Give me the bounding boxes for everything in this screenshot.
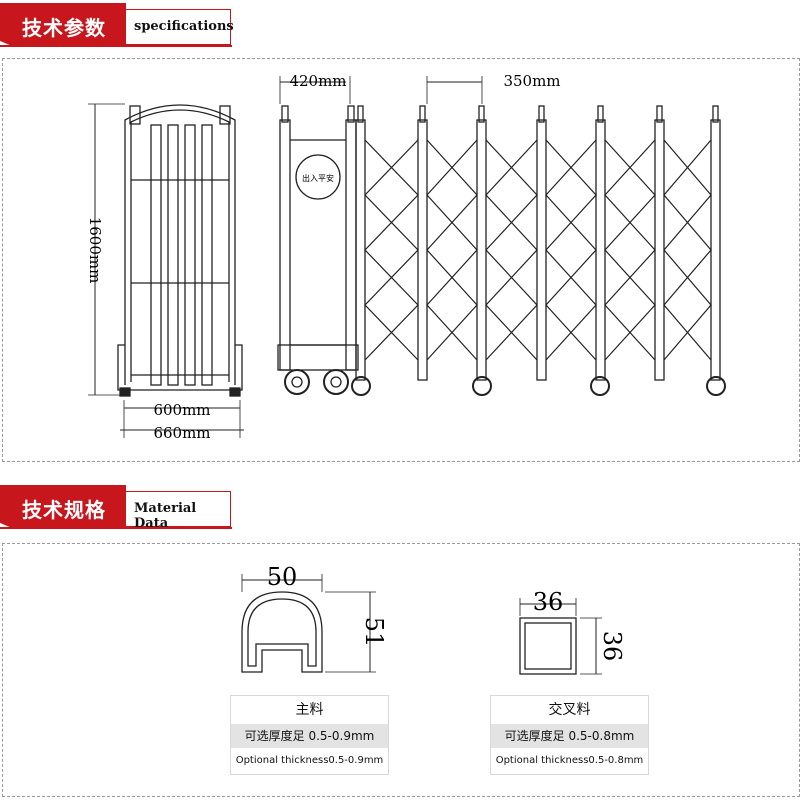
cross-height-label: 36 <box>598 631 626 662</box>
main-thickness-cn: 可选厚度足 0.5-0.9mm <box>231 724 388 748</box>
cross-profile-table: 交叉料 可选厚度足 0.5-0.8mm Optional thickness0.… <box>490 695 649 775</box>
specifications-panel <box>2 58 800 462</box>
header-title-cn: 技术规格 <box>22 498 106 522</box>
header-red-tab: 技术参数 <box>0 3 126 47</box>
panel-spacing-label: 350mm <box>503 72 560 90</box>
header-red-tab: 技术规格 <box>0 485 126 529</box>
main-height-label: 51 <box>360 617 388 648</box>
cross-thickness-en: Optional thickness0.5-0.8mm <box>495 755 644 766</box>
gate-drawing: 出入平安 1600mm 600mm 660mm 420mm 350mm <box>86 72 726 442</box>
header-title-en: specifications <box>134 19 234 34</box>
main-width-label: 50 <box>267 563 298 591</box>
header-underline <box>0 45 232 47</box>
main-profile-shape <box>241 574 376 673</box>
header-underline <box>0 527 232 529</box>
main-profile-name: 主料 <box>295 702 324 718</box>
height-label: 1600mm <box>86 217 104 284</box>
cross-profile-shape <box>519 598 602 675</box>
section-header-material: 技术规格 Material Data <box>0 485 232 531</box>
base-outer-label: 660mm <box>153 424 210 442</box>
sign-text: 出入平安 <box>302 173 334 183</box>
header-title-cn: 技术参数 <box>22 16 106 40</box>
material-panel <box>2 543 800 797</box>
main-thickness-en: Optional thickness0.5-0.9mm <box>235 755 384 766</box>
scissor-lattice <box>364 139 712 361</box>
cross-profile-name: 交叉料 <box>548 702 591 718</box>
cross-width-label: 36 <box>533 588 564 616</box>
header-en-tab: Material Data <box>126 491 231 531</box>
gate-side-view <box>88 103 244 438</box>
section-header-specifications: 技术参数 specifications <box>0 3 234 47</box>
header-en-tab: specifications <box>126 9 234 45</box>
head-width-label: 420mm <box>289 72 346 90</box>
main-profile-table: 主料 可选厚度足 0.5-0.9mm Optional thickness0.5… <box>230 695 389 775</box>
cross-thickness-cn: 可选厚度足 0.5-0.8mm <box>491 724 648 748</box>
base-inner-label: 600mm <box>153 401 210 419</box>
